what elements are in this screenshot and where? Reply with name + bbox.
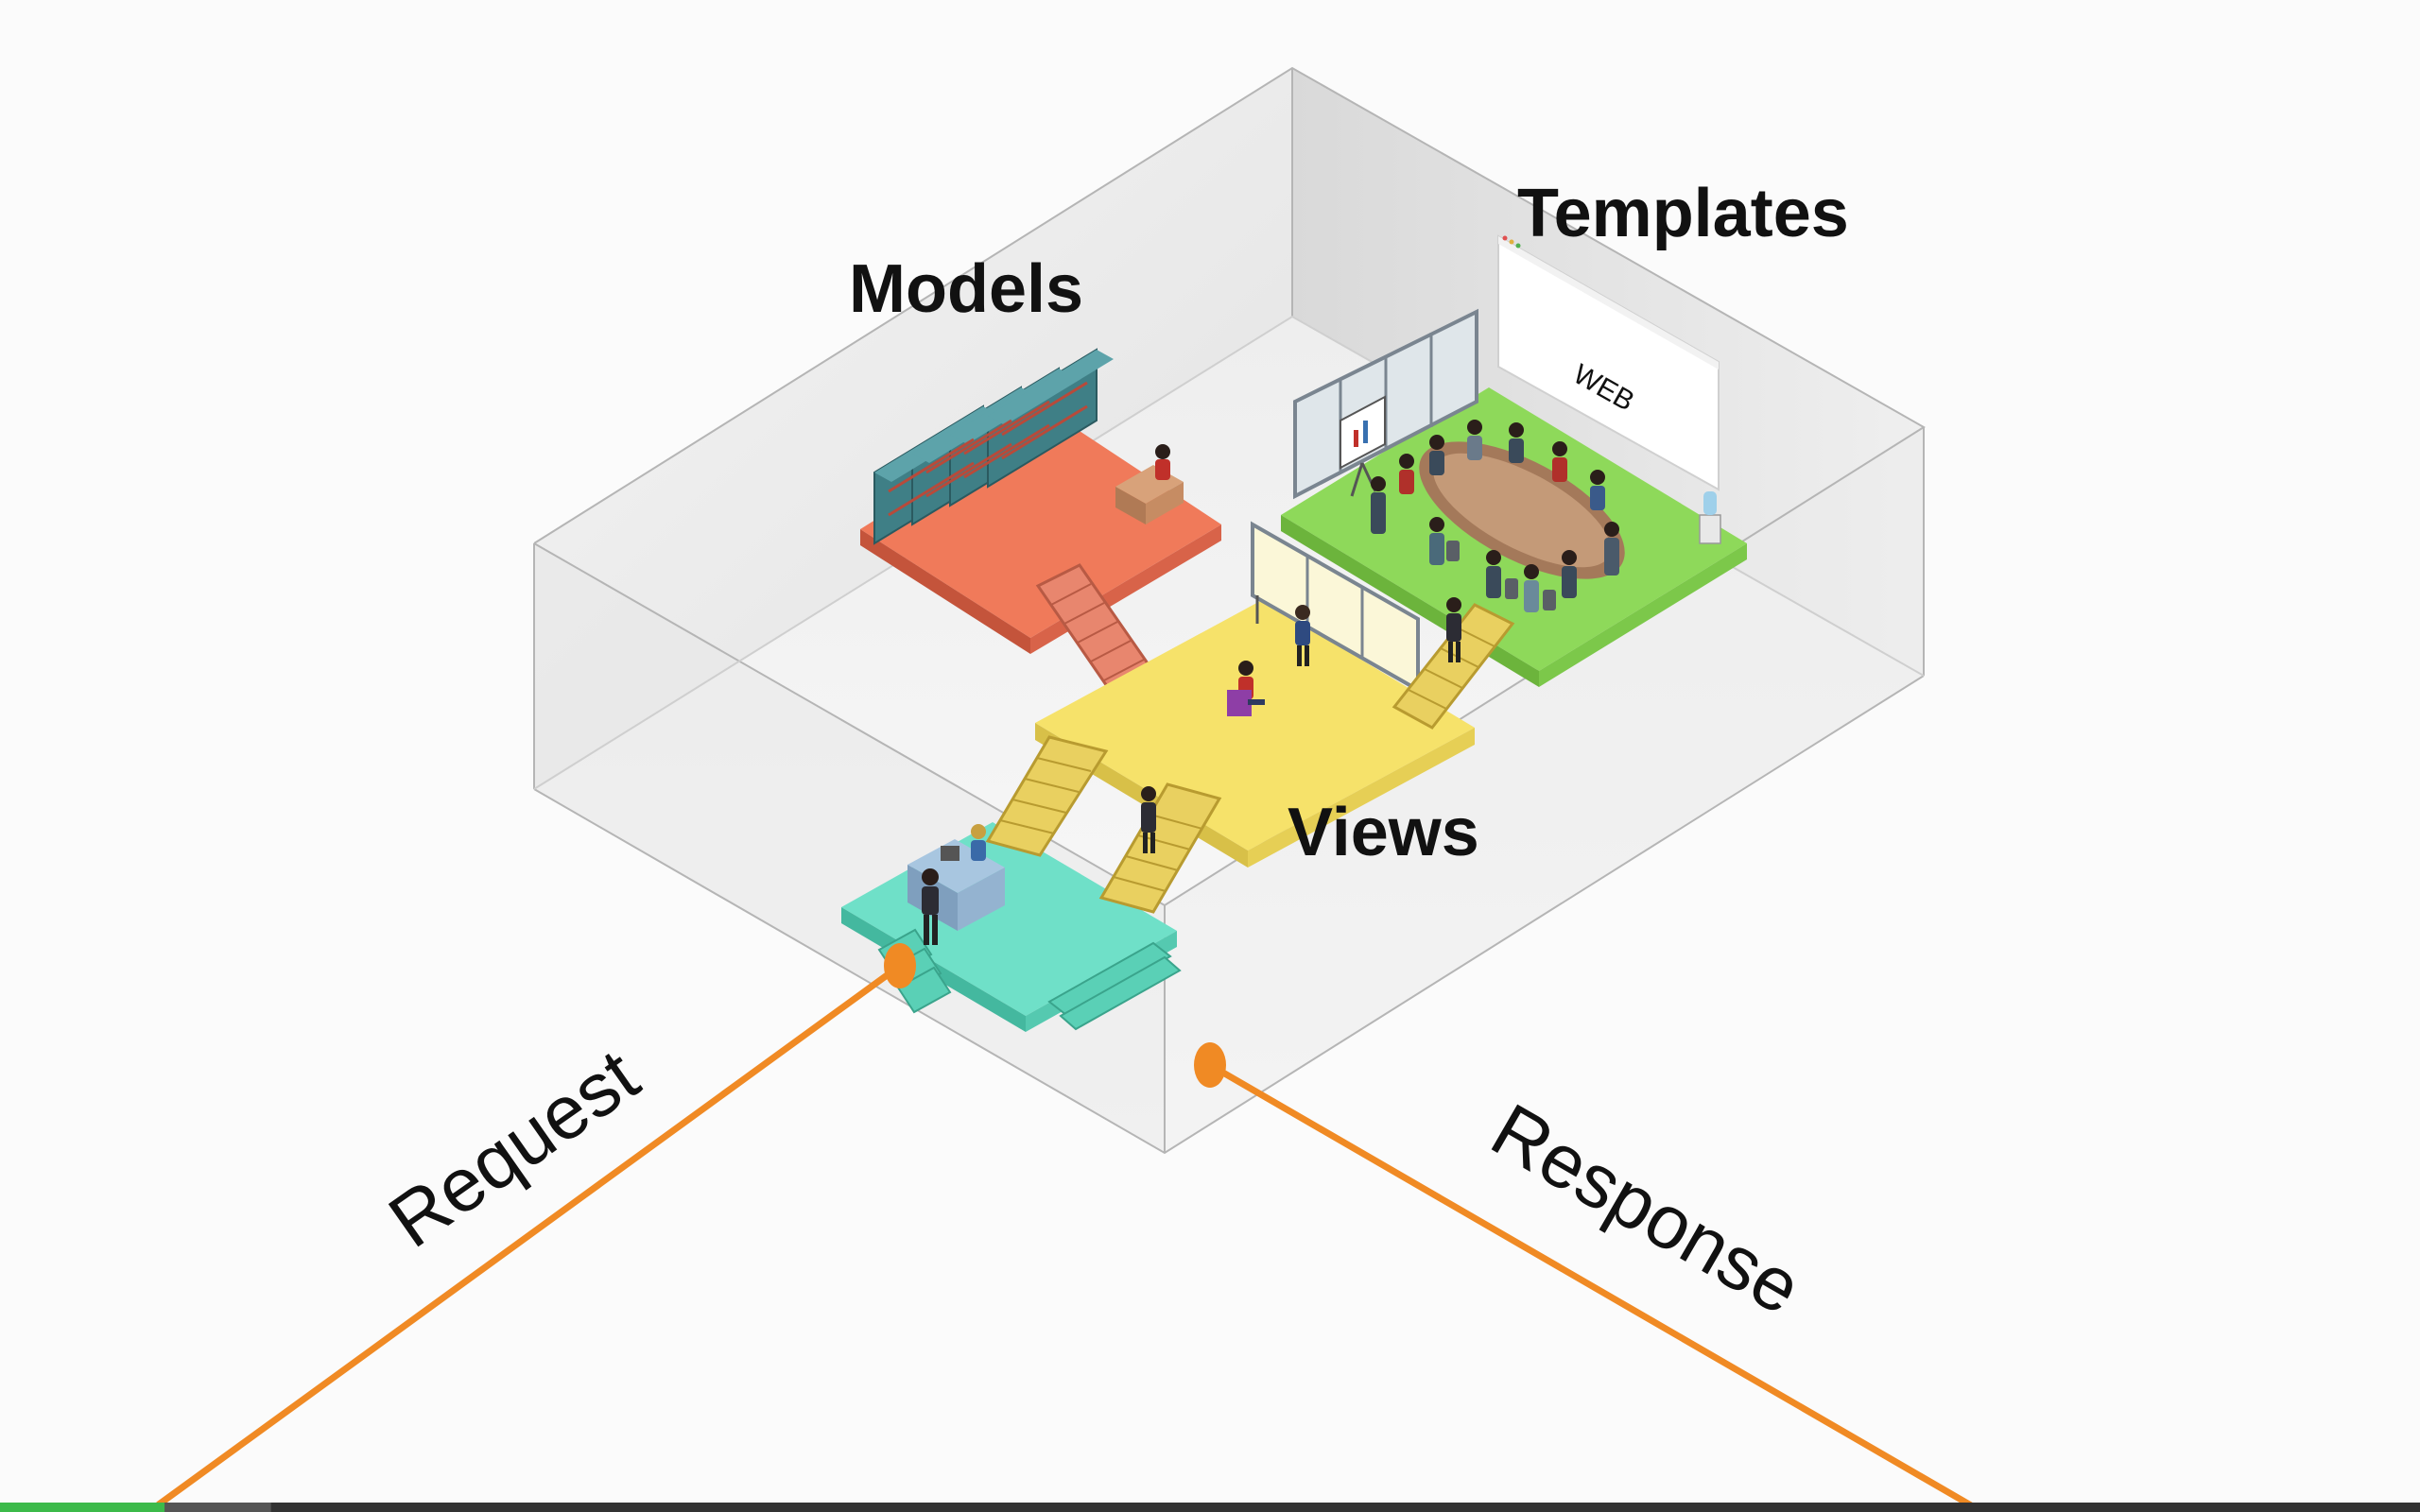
request-label: Request [374, 1033, 653, 1263]
front-right-glass [1165, 427, 1924, 1153]
templates-floor: WEB [1281, 234, 1747, 687]
models-label: Models [849, 251, 1083, 327]
response-label: Response [1478, 1088, 1815, 1331]
water-cooler [1699, 491, 1721, 544]
response-endpoint [1194, 1042, 1226, 1088]
request-endpoint [884, 943, 916, 988]
video-progress-bar[interactable] [0, 1503, 2420, 1512]
escalator-entrance-views-left [985, 735, 1109, 857]
bookshelves [873, 348, 1114, 545]
escalator-entrance-views-right [1098, 782, 1222, 914]
web-screen: WEB [1497, 234, 1720, 491]
entrance-floor [841, 822, 1182, 1032]
escalator-views-templates [1392, 597, 1515, 730]
progress-track[interactable] [0, 1503, 2420, 1512]
templates-label: Templates [1517, 176, 1849, 251]
views-label: Views [1288, 795, 1479, 870]
meeting-people [1371, 420, 1619, 612]
request-connector [155, 943, 916, 1508]
progress-played [0, 1503, 165, 1512]
conference-table [1419, 441, 1625, 579]
entrance-people [922, 824, 986, 945]
librarian-desk [1115, 444, 1184, 524]
flip-chart [1340, 395, 1386, 497]
seated-person [1227, 661, 1265, 716]
response-connector [1194, 1042, 1975, 1509]
back-left-wall [534, 68, 1292, 789]
presenter [1295, 605, 1310, 666]
models-floor [860, 348, 1221, 654]
entrance-steps-right [1047, 941, 1182, 1031]
